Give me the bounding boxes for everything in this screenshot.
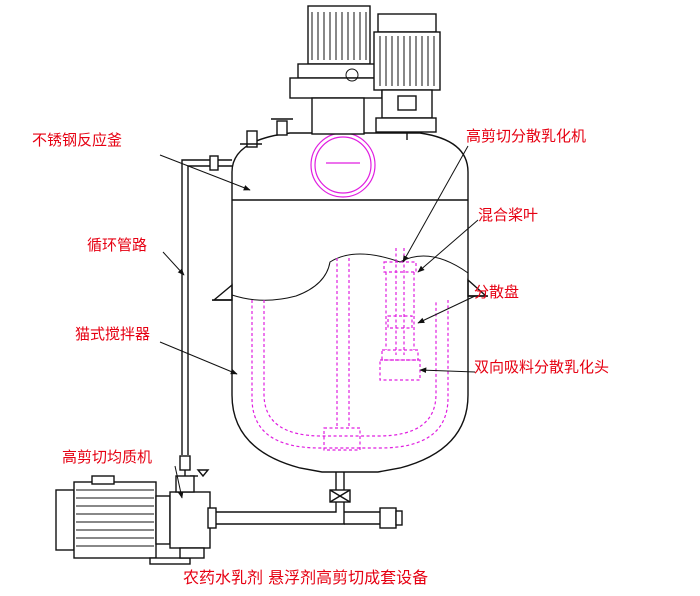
- emulsifier-drive: [373, 13, 441, 140]
- label-suction-head: 双向吸料分散乳化头: [474, 358, 609, 376]
- label-mixing-blade: 混合桨叶: [478, 206, 538, 224]
- bottom-outlet-pipe: [214, 472, 403, 529]
- diagram-caption: 农药水乳剂 悬浮剂高剪切成套设备: [183, 568, 428, 587]
- label-dispersion-disc: 分散盘: [474, 283, 519, 301]
- high-shear-emulsifier-shaft: [379, 248, 421, 381]
- label-anchor-stirrer: 猫式搅拌器: [75, 325, 150, 343]
- label-high-shear-emulsifier: 高剪切分散乳化机: [466, 127, 586, 145]
- label-inline-homogenizer: 高剪切均质机: [62, 448, 152, 466]
- leader-lines: [159, 145, 479, 499]
- label-reactor: 不锈钢反应釜: [32, 131, 122, 149]
- label-circulation-pipe: 循环管路: [87, 236, 147, 254]
- manhole-icon: [310, 132, 376, 198]
- agitator-drive: [289, 5, 383, 135]
- circulation-pipe: [179, 155, 232, 490]
- reactor-vessel: [212, 118, 488, 473]
- anchor-stirrer: [251, 258, 449, 451]
- inline-homogenizer: [55, 475, 217, 565]
